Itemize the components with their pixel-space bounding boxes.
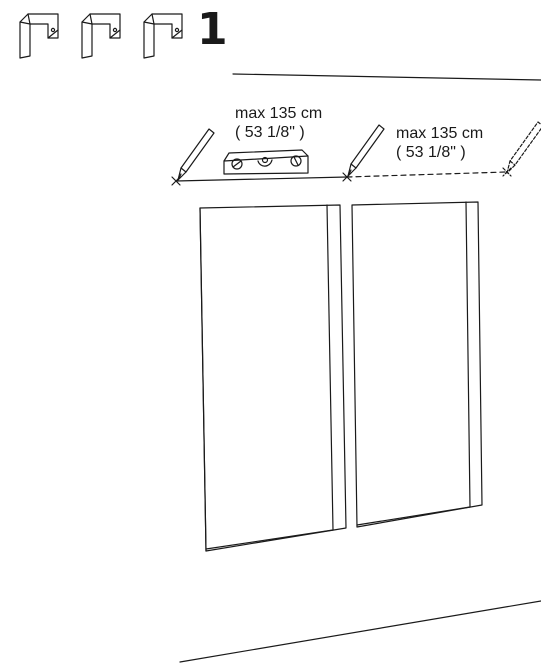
marking-line — [175, 176, 348, 182]
ceiling-line — [232, 73, 541, 81]
window-left — [199, 204, 347, 552]
pencil-icon-dashed — [506, 121, 541, 174]
measurement-metric: max 135 cm — [396, 125, 484, 142]
pencil-icon — [347, 124, 385, 177]
spirit-level-icon — [223, 149, 309, 175]
pencil-icon — [177, 128, 215, 181]
window-right — [351, 201, 483, 528]
bracket-icon — [81, 13, 121, 59]
bracket-icon — [143, 13, 183, 59]
floor-line — [179, 600, 541, 663]
step-number: 1 — [197, 4, 228, 55]
marking-line-dashed — [346, 171, 507, 178]
bracket-icon — [19, 13, 59, 59]
measurement-right: max 135 cm ( 53 1/8" ) — [396, 124, 483, 162]
measurement-imperial: ( 53 1/8" ) — [396, 144, 466, 161]
measurement-metric: max 135 cm — [235, 105, 323, 122]
measurement-left: max 135 cm ( 53 1/8" ) — [235, 104, 322, 142]
measurement-imperial: ( 53 1/8" ) — [235, 124, 305, 141]
